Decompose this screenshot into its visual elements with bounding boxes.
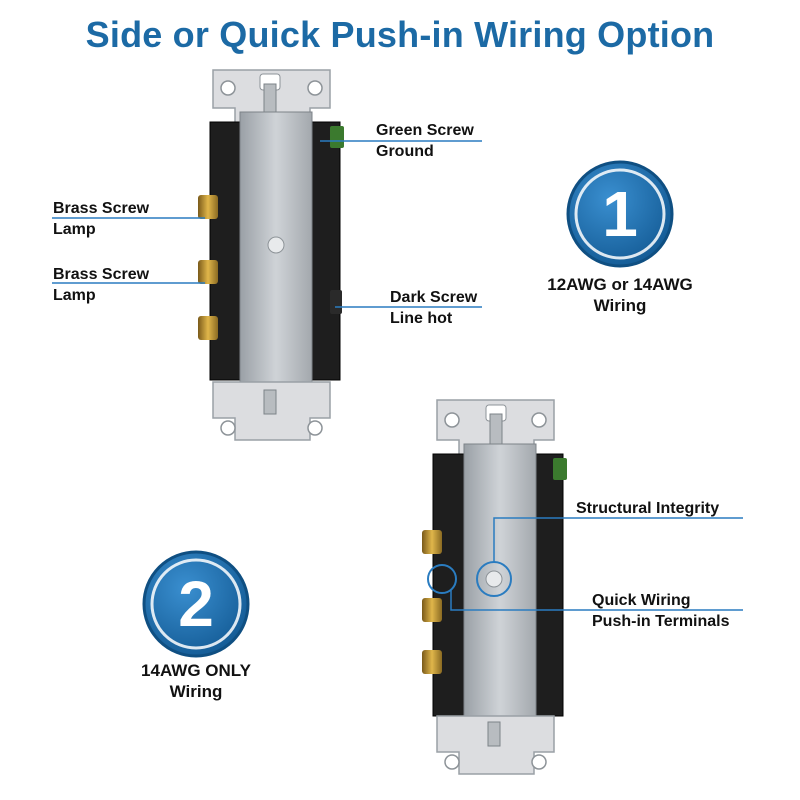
push-in-highlight xyxy=(427,564,457,594)
label-brass-screw-1: Brass Screw Lamp xyxy=(53,200,150,238)
label-brass-screw-2: Brass Screw Lamp xyxy=(53,266,150,304)
green-screw-icon xyxy=(330,126,344,148)
option-2-caption: 14AWG ONLY Wiring xyxy=(141,661,251,701)
badge-number-2: 2 xyxy=(178,568,214,640)
label-structural-integrity: Structural Integrity xyxy=(576,500,720,517)
green-screw-icon xyxy=(553,458,567,480)
badge-option-1 xyxy=(566,160,674,268)
label-green-screw: Green Screw Ground xyxy=(376,122,474,160)
page-title: Side or Quick Push-in Wiring Option xyxy=(85,14,715,55)
option-1-caption: 12AWG or 14AWG Wiring xyxy=(547,275,693,315)
brass-screw-icon xyxy=(198,316,218,340)
label-dark-screw: Dark Screw Line hot xyxy=(390,289,478,327)
callout-line-structural xyxy=(493,517,743,562)
brass-screw-icon xyxy=(422,598,442,622)
brass-screw-icon xyxy=(198,195,218,219)
switch-push-in-wiring xyxy=(422,399,567,775)
brass-screw-icon xyxy=(422,650,442,674)
dark-screw-icon xyxy=(330,290,342,314)
badge-option-2 xyxy=(142,550,250,658)
brass-screw-icon xyxy=(198,260,218,284)
switch-side-wiring xyxy=(198,69,344,441)
label-quick-wiring: Quick Wiring Push-in Terminals xyxy=(592,592,730,630)
badge-number-1: 1 xyxy=(602,178,638,250)
callout-line-quick xyxy=(450,590,743,611)
brass-screw-icon xyxy=(422,530,442,554)
